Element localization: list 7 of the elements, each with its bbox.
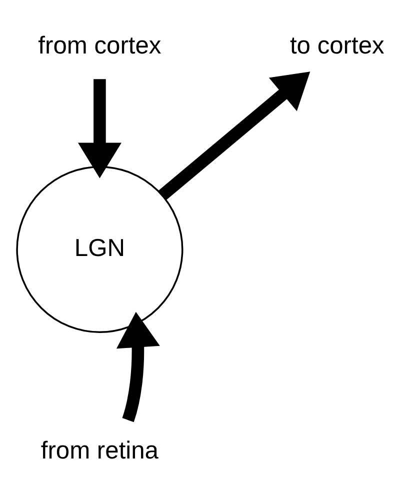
node-text: from cortex <box>38 32 162 60</box>
node-text: to cortex <box>290 32 384 60</box>
node-text: from retina <box>40 437 159 464</box>
arrow <box>158 72 310 200</box>
arrow <box>116 312 160 422</box>
arrow <box>78 79 122 178</box>
node-circle: LGN <box>16 166 184 334</box>
